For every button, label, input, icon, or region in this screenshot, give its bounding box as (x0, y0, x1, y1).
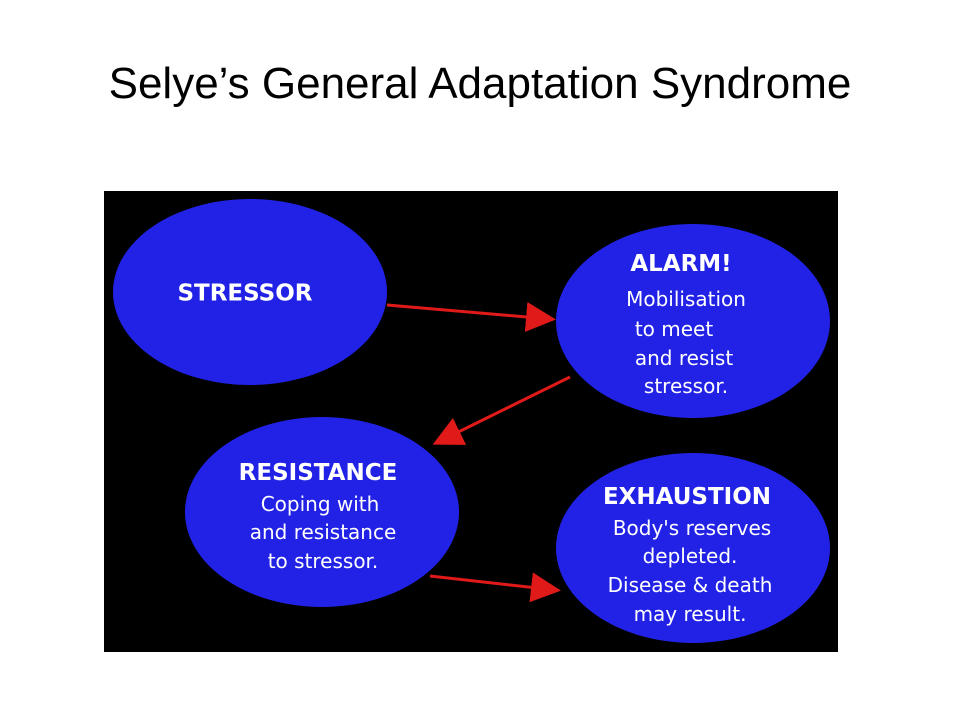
node-alarm-title: ALARM! (630, 251, 731, 277)
node-exhaustion: EXHAUSTION Body's reserves depleted. Dis… (556, 453, 830, 643)
node-alarm-line: stressor. (644, 374, 728, 398)
node-stressor-title: STRESSOR (177, 281, 312, 307)
node-resistance: RESISTANCE Coping with and resistance to… (185, 417, 459, 607)
node-alarm-line: to meet (635, 317, 714, 341)
node-stressor-ellipse (113, 199, 387, 385)
node-exhaustion-line: Disease & death (608, 573, 773, 597)
node-exhaustion-title: EXHAUSTION (603, 484, 771, 510)
diagram-panel: STRESSOR ALARM! Mobilisation to meet and… (104, 191, 838, 652)
node-resistance-ellipse (185, 417, 459, 607)
arrow-resistance-to-exhaustion (429, 572, 561, 603)
slide-title: Selye’s General Adaptation Syndrome (108, 59, 852, 108)
node-exhaustion-line: Body's reserves (613, 516, 771, 540)
node-exhaustion-ellipse (556, 453, 830, 643)
node-exhaustion-line: may result. (634, 602, 747, 626)
node-resistance-line: Coping with (261, 492, 380, 516)
node-resistance-line: and resistance (250, 520, 397, 544)
node-stressor: STRESSOR (113, 199, 387, 385)
node-exhaustion-line: depleted. (643, 544, 738, 568)
arrow-stressor-to-alarm (386, 302, 556, 332)
node-resistance-line: to stressor. (268, 549, 379, 573)
node-alarm-ellipse (556, 224, 830, 418)
node-alarm-line: Mobilisation (626, 287, 746, 311)
node-alarm: ALARM! Mobilisation to meet and resist s… (556, 224, 830, 418)
arrow-alarm-to-resistance (432, 375, 571, 445)
node-resistance-title: RESISTANCE (239, 460, 398, 486)
node-alarm-line: and resist (635, 346, 733, 370)
gas-diagram: STRESSOR ALARM! Mobilisation to meet and… (113, 199, 830, 643)
